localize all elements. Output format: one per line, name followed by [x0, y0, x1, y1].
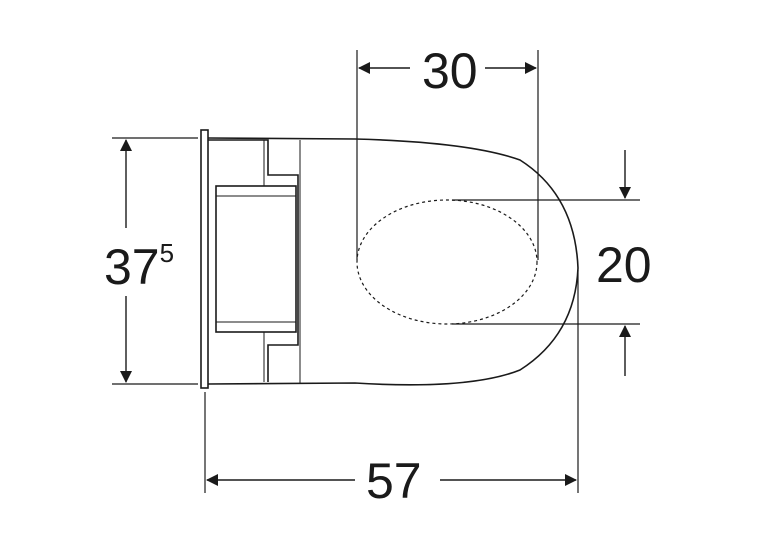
dim-right-value: 20	[596, 237, 652, 293]
dimension-arrows	[120, 62, 631, 486]
bowl-opening	[356, 199, 538, 325]
dim-bottom-label: 57	[362, 456, 426, 506]
dim-top-label: 30	[418, 46, 482, 96]
dim-left-value: 37	[104, 239, 160, 295]
dim-right-label: 20	[596, 240, 652, 290]
dim-left-label: 375	[104, 238, 175, 295]
extension-lines	[112, 50, 640, 493]
dim-top-value: 30	[422, 43, 478, 99]
dim-bottom-value: 57	[366, 453, 422, 509]
dim-left-superscript: 5	[159, 238, 175, 268]
wall-plate	[200, 129, 209, 389]
toilet-body	[207, 137, 579, 386]
